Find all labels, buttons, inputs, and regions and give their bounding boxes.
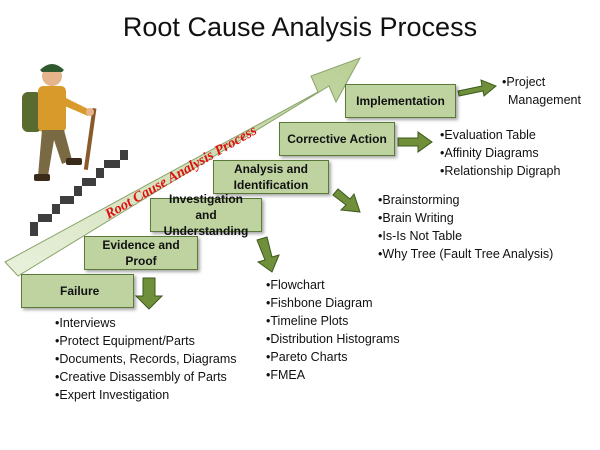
list-item: •Documents, Records, Diagrams: [55, 352, 237, 366]
step-failure: Failure: [21, 274, 134, 308]
list-item: •Relationship Digraph: [440, 164, 561, 178]
list-item: •Why Tree (Fault Tree Analysis): [378, 247, 554, 261]
analysis-list: •Brainstorming •Brain Writing •Is-Is Not…: [378, 191, 553, 263]
arrow-implementation: [457, 79, 497, 97]
list-item: •Brain Writing: [378, 211, 454, 225]
list-item: •Evaluation Table: [440, 128, 536, 142]
step-evidence-and-proof: Evidence and Proof: [84, 236, 198, 270]
failure-list: •Interviews •Protect Equipment/Parts •Do…: [55, 314, 237, 404]
corrective-list: •Evaluation Table •Affinity Diagrams •Re…: [440, 126, 560, 180]
step-label: Analysis and Identification: [233, 161, 309, 192]
list-item: •Protect Equipment/Parts: [55, 334, 195, 348]
list-item: •FMEA: [266, 368, 306, 382]
step-investigation: Investigation and Understanding: [150, 192, 262, 238]
list-item: •Is-Is Not Table: [378, 229, 463, 243]
down-arrow-failure: [134, 277, 164, 310]
step-analysis: Analysis and Identification: [213, 160, 329, 194]
implementation-list: •Project Management: [502, 73, 581, 109]
step-label: Evidence and Proof: [102, 237, 180, 268]
step-corrective-action: Corrective Action: [279, 122, 395, 156]
hiker-icon: [22, 64, 97, 181]
list-item: •Fishbone Diagram: [266, 296, 373, 310]
list-item: •Brainstorming: [378, 193, 460, 207]
list-item: •Flowchart: [266, 278, 325, 292]
step-label: Implementation: [356, 93, 445, 108]
page-title: Root Cause Analysis Process: [122, 12, 478, 42]
down-arrow-investigation: [256, 236, 280, 273]
list-item: •Interviews: [55, 316, 116, 330]
list-item: •Creative Disassembly of Parts: [55, 370, 227, 384]
step-label: Failure: [60, 283, 100, 298]
arrow-corrective: [397, 131, 433, 153]
step-label: Corrective Action: [287, 131, 387, 146]
list-item: Management: [508, 93, 581, 107]
list-item: •Distribution Histograms: [266, 332, 400, 346]
list-item: •Pareto Charts: [266, 350, 348, 364]
hiker-stairs: [30, 150, 128, 236]
ramp-arrow: [4, 57, 362, 277]
list-item: •Affinity Diagrams: [440, 146, 539, 160]
investigation-list: •Flowchart •Fishbone Diagram •Timeline P…: [266, 276, 400, 384]
list-item: •Project: [502, 75, 546, 89]
list-item: •Expert Investigation: [55, 388, 170, 402]
step-implementation: Implementation: [345, 84, 456, 118]
step-label: Investigation and Understanding: [163, 191, 249, 239]
list-item: •Timeline Plots: [266, 314, 349, 328]
arrow-analysis: [332, 188, 361, 213]
